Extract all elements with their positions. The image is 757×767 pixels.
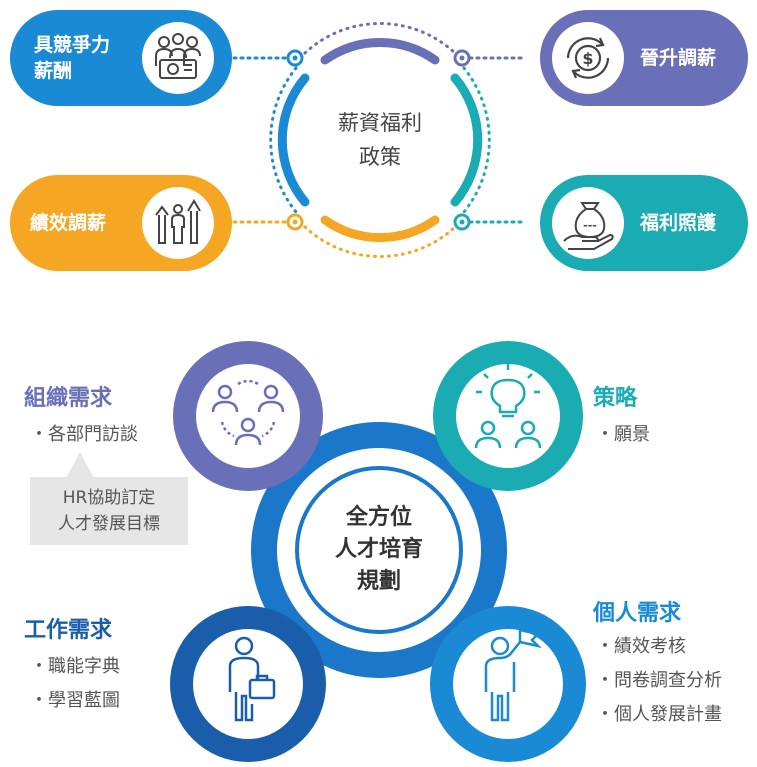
- center-title-line-1: 薪資福利: [338, 111, 422, 135]
- dotted-arc-right: [462, 66, 491, 214]
- hand-money-bag-icon: ---: [552, 187, 624, 259]
- personal-bullet-2: ・問卷調查分析: [596, 670, 722, 691]
- dotted-arc-top: [298, 22, 462, 60]
- solid-arc-left: [277, 73, 310, 207]
- lightbulb-people-icon: [474, 364, 542, 449]
- callout-pointer: [66, 452, 94, 478]
- org-bullets: ・各部門訪談: [30, 418, 138, 452]
- job-title: 工作需求: [24, 618, 113, 643]
- person-flag-icon: [484, 628, 542, 722]
- core-title-line-2: 人才培育: [334, 537, 423, 562]
- pill-welfare-care: --- 福利照護: [540, 175, 748, 271]
- people-money-icon: [142, 22, 214, 94]
- strategy-bullets: ・願景: [596, 418, 650, 452]
- pill-performance-raise: 績效調薪: [10, 175, 232, 271]
- org-title: 組織需求: [24, 386, 113, 411]
- core-title: 全方位 人才培育 規劃: [299, 502, 459, 598]
- personal-bullets: ・績效考核 ・問卷調查分析 ・個人發展計畫: [596, 630, 722, 732]
- personal-title: 個人需求: [593, 601, 682, 626]
- strategy-title: 策略: [593, 386, 638, 411]
- job-bullet-1: ・職能字典: [30, 656, 120, 677]
- personal-bullet-1: ・績效考核: [596, 636, 686, 657]
- dotted-arc-bottom: [298, 220, 462, 258]
- person-briefcase-icon: [228, 636, 276, 722]
- svg-text:$: $: [582, 49, 593, 68]
- pill-performance-raise-label: 績效調薪: [30, 212, 107, 234]
- center-title-line-2: 政策: [359, 145, 401, 169]
- dotted-arc-left: [269, 66, 298, 214]
- solid-arc-right: [450, 73, 483, 207]
- team-circle-icon: [211, 379, 285, 446]
- pill-promotion-raise: $ 晉升調薪: [540, 10, 748, 106]
- pill-competitive-pay: 具競爭力 薪酬: [10, 10, 232, 106]
- talent-development-diagram: [66, 341, 586, 762]
- personal-bullet-3: ・個人發展計畫: [596, 704, 722, 725]
- core-white-ring: [277, 448, 481, 652]
- people-arrows-up-icon: [142, 187, 214, 259]
- core-title-line-1: 全方位: [345, 505, 412, 530]
- job-bullets: ・職能字典 ・學習藍圖: [30, 650, 120, 718]
- dollar-cycle-icon: $: [552, 22, 624, 94]
- hr-callout: HR協助訂定 人才發展目標: [30, 477, 188, 545]
- pill-welfare-care-label: 福利照護: [640, 212, 717, 234]
- core-inner-ring: [295, 466, 463, 634]
- pill-competitive-pay-label: 具競爭力 薪酬: [34, 34, 111, 82]
- center-title: 薪資福利 政策: [300, 106, 460, 174]
- org-bullet-1: ・各部門訪談: [30, 424, 138, 445]
- solid-arc-top: [320, 38, 440, 65]
- strategy-bullet-1: ・願景: [596, 424, 650, 445]
- pill-promotion-raise-label: 晉升調薪: [640, 47, 717, 69]
- salary-ring-diagram: [232, 22, 528, 258]
- job-bullet-2: ・學習藍圖: [30, 690, 120, 711]
- svg-text:---: ---: [583, 219, 597, 232]
- solid-arc-bottom: [320, 215, 440, 242]
- core-title-line-3: 規劃: [356, 569, 401, 594]
